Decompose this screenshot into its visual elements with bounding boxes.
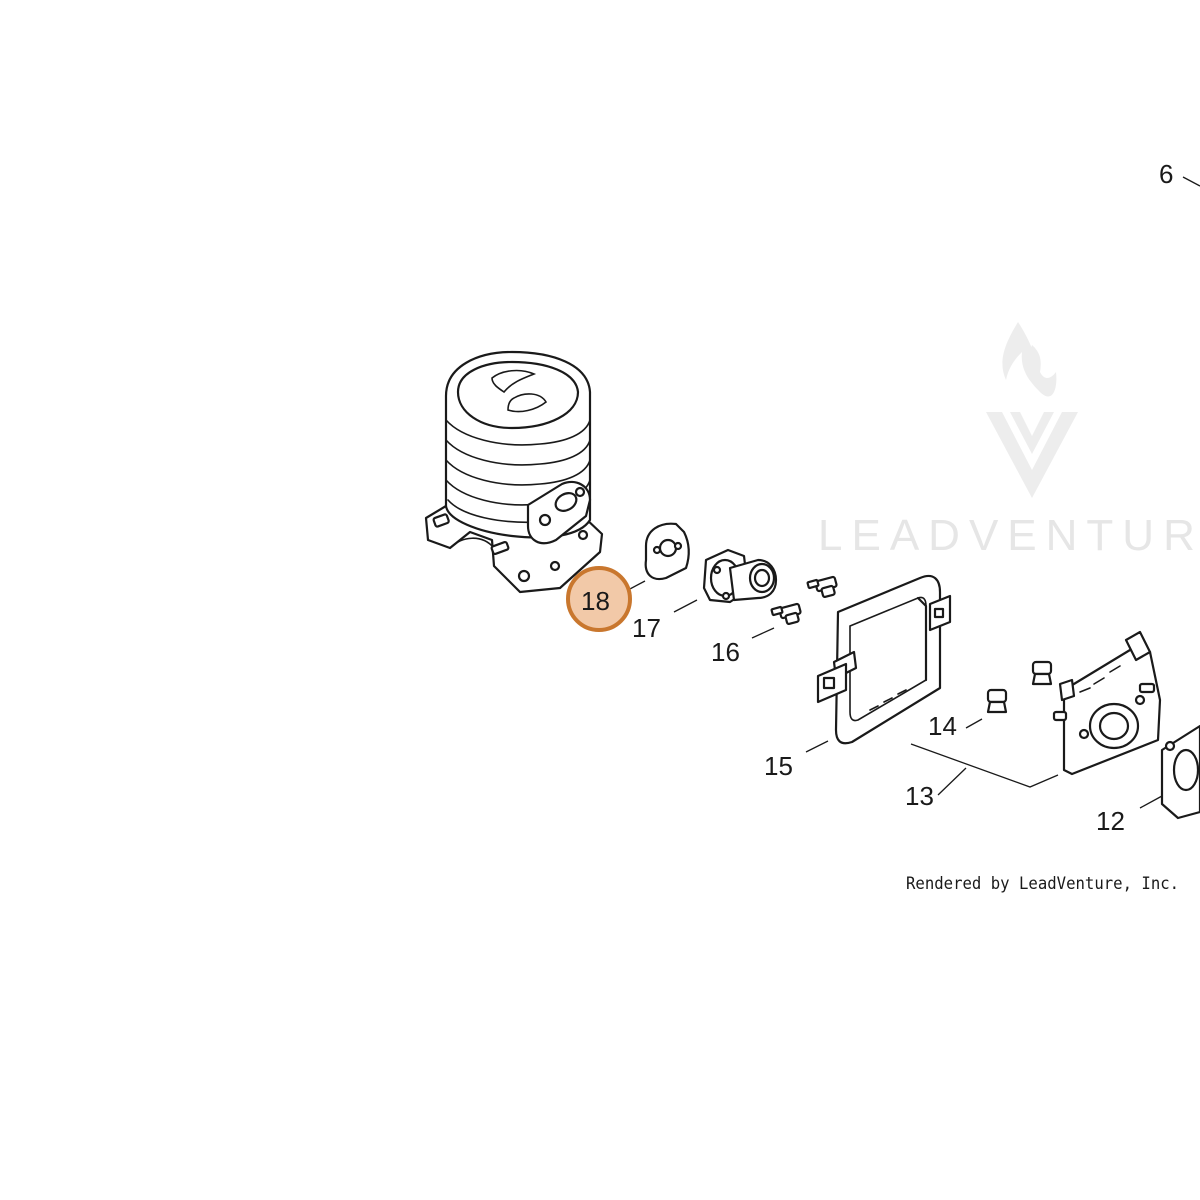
- leader-lines: [627, 176, 1200, 809]
- callout-16[interactable]: 16: [711, 637, 740, 667]
- adapter-plate-part-13: [1052, 630, 1162, 776]
- intake-flange-part-17: [702, 548, 778, 604]
- gasket-part-12: [1160, 724, 1200, 820]
- callout-15[interactable]: 15: [764, 751, 793, 781]
- plug-part-14-a: [986, 688, 1008, 714]
- frame-gasket-part-15: [816, 574, 952, 745]
- callout-13[interactable]: 13: [905, 781, 934, 811]
- callout-18[interactable]: 18: [581, 586, 610, 616]
- screw-part-16-a: [806, 575, 838, 599]
- callout-14[interactable]: 14: [928, 711, 957, 741]
- gasket-part-18: [644, 522, 690, 581]
- render-credit: Rendered by LeadVenture, Inc.: [906, 874, 1180, 894]
- callout-17[interactable]: 17: [632, 613, 661, 643]
- leadventure-watermark-logo: [986, 322, 1078, 498]
- watermark-text: LEADVENTURE: [818, 511, 1200, 560]
- callout-labels: 6 12 13 14 15 16 17 18: [581, 159, 1173, 836]
- screw-part-16-b: [770, 602, 802, 626]
- callout-18-highlight[interactable]: [566, 566, 632, 632]
- plug-part-14-b: [1031, 660, 1053, 686]
- callout-12[interactable]: 12: [1096, 806, 1125, 836]
- callout-6[interactable]: 6: [1159, 159, 1173, 189]
- cylinder-part: [424, 350, 604, 594]
